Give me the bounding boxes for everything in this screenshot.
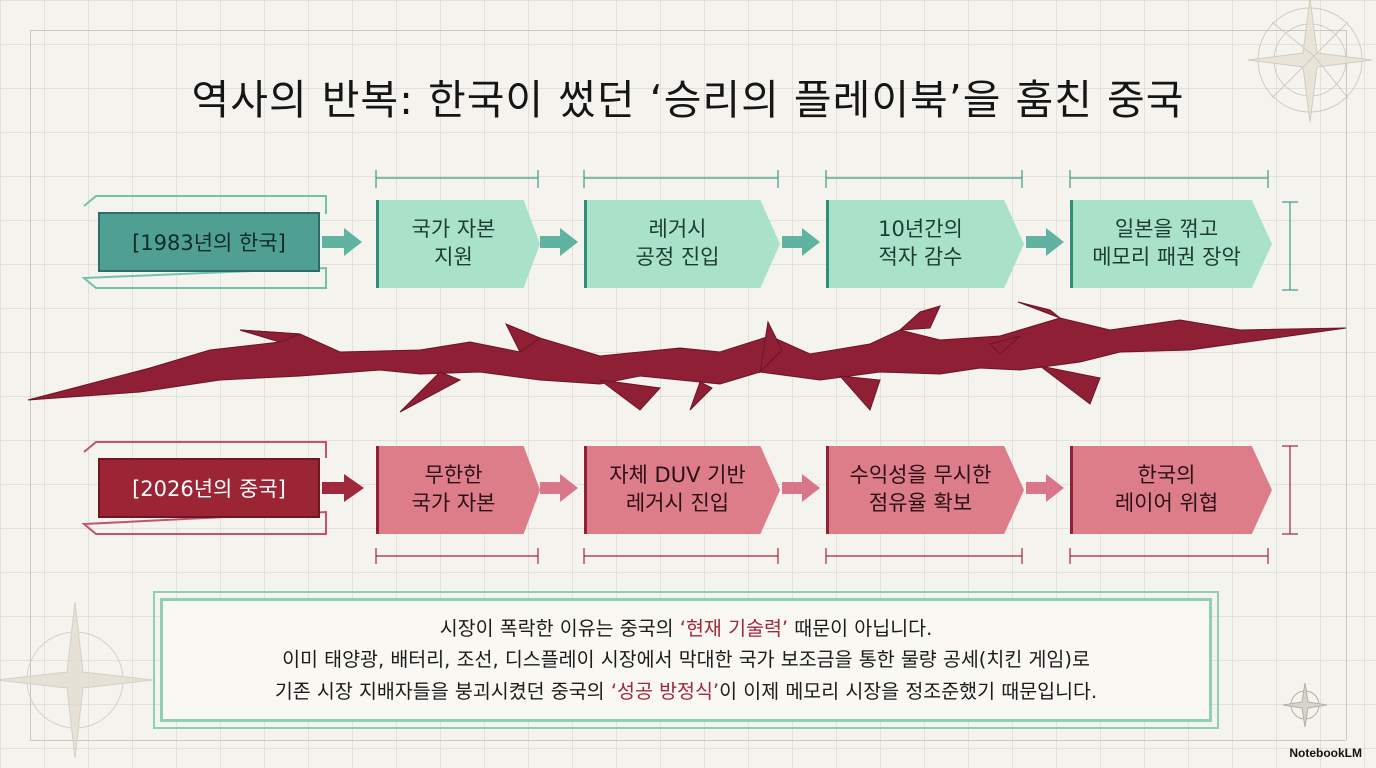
- korea-step-3: 10년간의 적자 감수: [826, 200, 1024, 288]
- china-step-4-text: 한국의 레이어 위협: [1114, 463, 1219, 515]
- china-year-label: [2026년의 중국]: [98, 458, 320, 518]
- note-line-3-post: 이 이제 메모리 시장을 정조준했기 때문입니다.: [719, 679, 1098, 703]
- china-flow-arrows-light: [540, 474, 1064, 502]
- explanation-note: 시장이 폭락한 이유는 중국의 ‘현재 기술력’ 때문이 아닙니다. 이미 태양…: [153, 591, 1219, 729]
- note-line-1-pre: 시장이 폭락한 이유는 중국의: [439, 616, 680, 640]
- korea-step-4: 일본을 꺾고 메모리 패권 장악: [1070, 200, 1272, 288]
- korea-step-3-text: 10년간의 적자 감수: [878, 217, 963, 269]
- note-line-2: 이미 태양광, 배터리, 조선, 디스플레이 시장에서 막대한 국가 보조금을 …: [282, 648, 1090, 672]
- korea-step-2: 레거시 공정 진입: [584, 200, 780, 288]
- korea-flow-arrows: [322, 228, 1064, 256]
- note-highlight-current-tech: ‘현재 기술력’: [679, 616, 789, 640]
- note-line-3: 기존 시장 지배자들을 붕괴시켰던 중국의 ‘성공 방정식’이 이제 메모리 시…: [275, 676, 1097, 708]
- china-label-frame: [81, 441, 327, 535]
- frame-top-line: [30, 30, 1346, 31]
- note-line-3-pre: 기존 시장 지배자들을 붕괴시켰던 중국의: [274, 679, 611, 703]
- korea-step-4-text: 일본을 꺾고 메모리 패권 장악: [1092, 217, 1241, 269]
- page-title: 역사의 반복: 한국이 썼던 ‘승리의 플레이북’을 훔친 중국: [191, 76, 1185, 124]
- china-dimension-lines: [375, 445, 1298, 564]
- china-step-4: 한국의 레이어 위협: [1070, 446, 1272, 534]
- china-step-3: 수익성을 무시한 점유율 확보: [826, 446, 1024, 534]
- compass-rose-icon: [1247, 0, 1373, 123]
- korea-step-1-text: 국가 자본 지원: [411, 217, 496, 269]
- crack-graphic: [27, 301, 1347, 413]
- korea-step-1: 국가 자본 지원: [376, 200, 540, 288]
- frame-bottom-line: [30, 740, 1346, 741]
- china-step-1: 무한한 국가 자본: [376, 446, 540, 534]
- korea-label-frame: [81, 195, 327, 289]
- korea-dimension-lines: [375, 170, 1298, 291]
- notebooklm-brand: NotebookLM: [1289, 746, 1362, 760]
- frame-right-line: [1346, 30, 1347, 740]
- frame-left-line: [30, 30, 31, 740]
- china-step-2: 자체 DUV 기반 레거시 진입: [584, 446, 780, 534]
- china-step-3-text: 수익성을 무시한 점유율 확보: [849, 463, 992, 515]
- compass-rose-icon: [0, 601, 154, 759]
- note-line-1-post: 때문이 아닙니다.: [788, 616, 933, 640]
- note-line-1: 시장이 폭락한 이유는 중국의 ‘현재 기술력’ 때문이 아닙니다.: [440, 613, 933, 645]
- china-step-2-text: 자체 DUV 기반 레거시 진입: [609, 463, 746, 515]
- korea-year-label: [1983년의 한국]: [98, 212, 320, 272]
- china-flow-arrows: [322, 474, 364, 502]
- note-highlight-success-formula: ‘성공 방정식’: [610, 679, 720, 703]
- korea-step-2-text: 레거시 공정 진입: [635, 217, 720, 269]
- china-step-1-text: 무한한 국가 자본: [411, 463, 496, 515]
- small-compass-icon: [1282, 682, 1328, 728]
